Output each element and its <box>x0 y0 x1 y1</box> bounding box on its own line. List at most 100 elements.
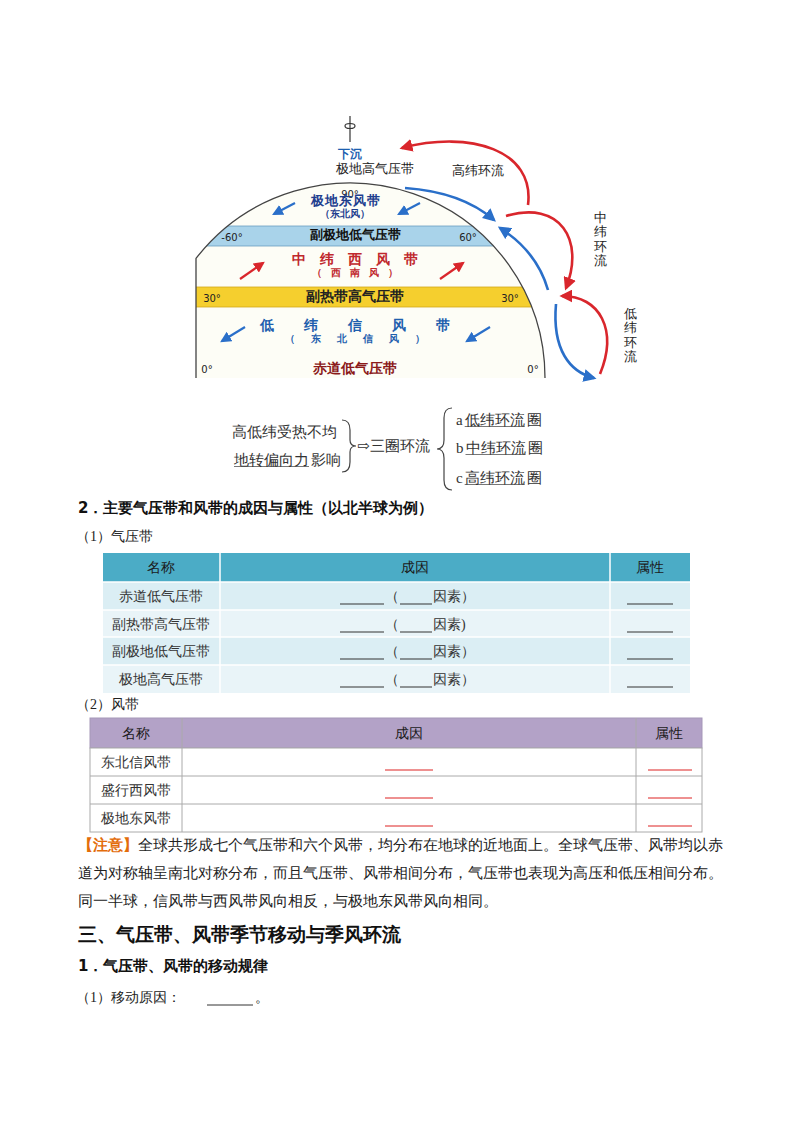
label-group: 三、气压带、风带季节移动与季风环流 <box>78 923 401 947</box>
table-cell: （ <box>385 672 399 687</box>
label-group: （ <box>385 669 399 689</box>
answer-blank <box>627 687 673 688</box>
table-cell: （ <box>385 589 399 604</box>
table-grid <box>219 553 221 693</box>
table-grid <box>103 553 690 693</box>
label-group: 因素） <box>433 669 475 689</box>
table-fill <box>103 553 690 582</box>
table-header: 属性 <box>655 726 683 741</box>
latitude-number: 60° <box>459 232 477 243</box>
item-text: 圈 <box>528 440 543 456</box>
answer-blank <box>340 659 384 660</box>
wind-belt: 中纬西风带（西南风） <box>274 251 436 281</box>
label-group: 名称 <box>122 723 150 743</box>
label-group: （1）气压带 <box>76 526 153 546</box>
label-group: 赤道低气压带 <box>119 586 203 606</box>
item-letter: a <box>456 412 463 428</box>
earth-axis <box>345 124 355 129</box>
latitude-number: 30° <box>501 293 519 304</box>
label-group: 东北信风带 <box>101 752 171 772</box>
item-text: 圈 <box>527 470 542 486</box>
note-tag: 【注意】 <box>78 837 138 853</box>
wind-arrow <box>440 263 463 279</box>
table-header: 成因 <box>395 726 423 741</box>
circulation-arrow <box>402 142 529 205</box>
answer-blank <box>385 826 433 827</box>
label-group: 属性 <box>636 557 664 577</box>
table-cell: （ <box>385 617 399 632</box>
table-fill <box>90 718 702 832</box>
table-grid <box>103 664 690 666</box>
table-grid <box>103 581 690 583</box>
label-group: 地转偏向力影响 <box>232 450 341 470</box>
latitude-number: 0° <box>527 364 538 375</box>
answer-blank <box>400 687 432 688</box>
table-cell: 副热带高气压带 <box>112 617 210 632</box>
label-group: （ <box>385 641 399 661</box>
wind-direction: （东北信风） <box>269 333 441 345</box>
latitude-number: 0° <box>201 364 212 375</box>
latitude-number: -60° <box>221 232 242 243</box>
cause-text: 高低纬受热不均 <box>232 424 337 440</box>
earth-quadrant <box>150 226 570 246</box>
answer-blank <box>627 604 673 605</box>
table-header: 名称 <box>122 726 150 741</box>
earth-quadrant <box>196 183 545 378</box>
belt-name: 赤道低气压带 <box>313 360 397 376</box>
answer-blank <box>648 826 692 827</box>
answer-blank <box>400 604 432 605</box>
label-group: 高低纬受热不均 <box>232 422 337 442</box>
pressure-label: 极地高气压带 <box>336 161 414 176</box>
question-text: 。 <box>255 990 269 1005</box>
table-cell: 因素） <box>433 672 475 687</box>
item-letter: c <box>456 470 463 486</box>
label-group: 1．气压带、风带的移动规律 <box>78 956 268 976</box>
wind-direction: （西南风） <box>303 267 407 279</box>
answer-blank <box>627 659 673 660</box>
answer-blank <box>207 1005 253 1006</box>
table-grid <box>636 718 637 832</box>
table-cell: 东北信风带 <box>101 755 171 770</box>
label-group: 盛行西风带 <box>101 780 171 800</box>
label-group: 因素) <box>433 614 466 634</box>
label-group: 【注意】全球共形成七个气压带和六个风带，均分布在地球的近地面上。全球气压带、风带… <box>78 831 723 915</box>
answer-blank <box>648 798 692 799</box>
table-fill <box>103 610 690 637</box>
brace <box>342 420 356 472</box>
wind-arrow <box>240 263 263 279</box>
answer-blank <box>385 770 692 826</box>
belt-name: 副热带高气压带 <box>306 288 404 304</box>
earth-quadrant <box>150 183 570 378</box>
label-group: 极地东风带 <box>101 808 171 828</box>
label-group: 因素） <box>433 641 475 661</box>
label-group: ⇨三圈环流 <box>357 436 430 456</box>
table-fill <box>103 582 690 610</box>
answer-blank <box>340 632 384 633</box>
label-group: 成因 <box>395 723 423 743</box>
table-header: 名称 <box>147 560 175 575</box>
wind-arrow <box>222 327 245 341</box>
label-group: 名称 <box>147 557 175 577</box>
answer-blank <box>385 798 433 799</box>
label-group: b中纬环流圈 <box>456 438 543 458</box>
question-text: （1）移动原因： <box>76 990 181 1005</box>
cell-label: 低纬环流 <box>624 307 637 364</box>
wind-arrow <box>399 203 420 214</box>
earth-quadrant <box>150 287 570 307</box>
cell-label: 中纬环流 <box>594 211 607 268</box>
label-group: 30° <box>501 287 519 307</box>
wind-belt: 低纬信风带（东北信风） <box>226 317 484 347</box>
table-cell: 盛行西风带 <box>101 783 171 798</box>
table-fill <box>103 553 690 693</box>
item-letter: b <box>456 440 464 456</box>
answer-text: 地转偏向力 <box>234 452 309 468</box>
answer-blank <box>400 632 432 633</box>
belt-name: 低纬信风带 <box>230 317 480 333</box>
earth-axis <box>345 116 355 142</box>
answer-blank <box>627 632 673 633</box>
label-group: 属性 <box>655 723 683 743</box>
label-group: 0° <box>527 358 538 378</box>
label-group: 极地高气压带 <box>336 158 414 178</box>
label-group: 极地高气压带 <box>119 669 203 689</box>
table-grid <box>609 553 611 693</box>
